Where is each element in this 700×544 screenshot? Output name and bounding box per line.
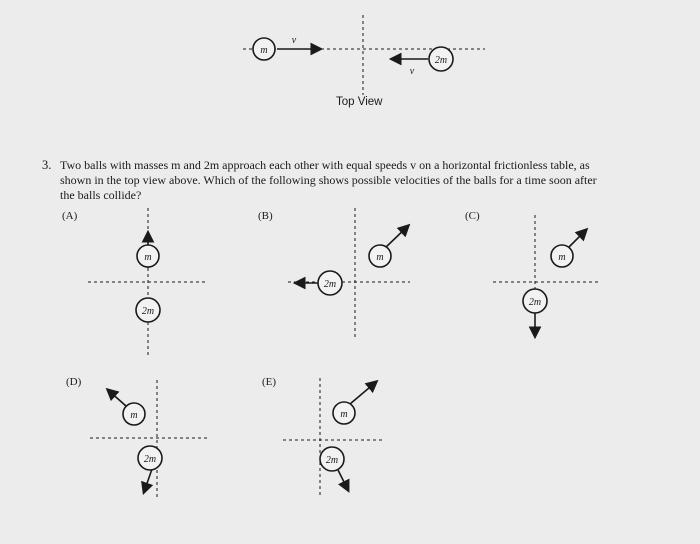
option-e-ball-2m [319,446,345,472]
option-d-ball-m-label: m [130,410,137,421]
option-e-arrow-2m [337,469,350,493]
option-c-arrow-m [567,227,589,249]
option-e-ball-2m-label: 2m [326,455,338,466]
option-e-label: (E) [262,376,277,388]
option-d-ball-2m-label: 2m [144,454,156,465]
option-d-arrow-2m [141,468,154,496]
option-c-ball-2m [522,288,548,314]
option-c-ball-m-label: m [558,252,565,263]
option-a-label: (A) [62,210,78,222]
option-c-ball-2m-label: 2m [529,297,541,308]
top-view-ball-2m-label: 2m [435,55,447,66]
top-view-velocity-label-2m: v [410,66,415,77]
option-d-diagram: m 2m [90,380,210,500]
option-c-diagram: m 2m [493,215,600,340]
top-view-ball-m [252,37,276,61]
option-a-ball-2m [135,297,161,323]
question-line-2: shown in the top view above. Which of th… [60,173,597,187]
option-a-ball-2m-label: 2m [142,306,154,317]
option-b-ball-2m [317,270,343,296]
top-view-diagram: m v 2m v [243,15,485,95]
option-b-label: (B) [258,210,273,222]
option-b-ball-2m-label: 2m [324,279,336,290]
option-c-label: (C) [465,210,480,222]
option-e-diagram: m 2m [283,378,382,495]
option-a-ball-m [136,244,160,268]
option-b-ball-m-label: m [376,252,383,263]
question-line-1: Two balls with masses m and 2m approach … [60,158,590,172]
top-view-ball-2m [428,46,454,72]
option-a-diagram: m 2m [88,208,208,355]
option-d-ball-2m [137,445,163,471]
top-view-ball-m-label: m [260,45,267,56]
option-b-diagram: m 2m [288,208,411,340]
option-b-arrow-m [384,223,411,249]
option-e-arrow-m [349,379,379,405]
top-view-caption: Top View [336,96,383,108]
question-line-3: the balls collide? [60,188,142,202]
option-e-ball-m [332,401,356,425]
top-view-velocity-label-m: v [292,35,297,46]
option-e-ball-m-label: m [340,409,347,420]
option-d-ball-m [122,402,146,426]
option-d-label: (D) [66,376,82,388]
option-d-arrow-m [105,387,127,407]
question-number: 3. [42,158,52,172]
option-b-ball-m [368,244,392,268]
option-c-ball-m [550,244,574,268]
option-a-ball-m-label: m [144,252,151,263]
